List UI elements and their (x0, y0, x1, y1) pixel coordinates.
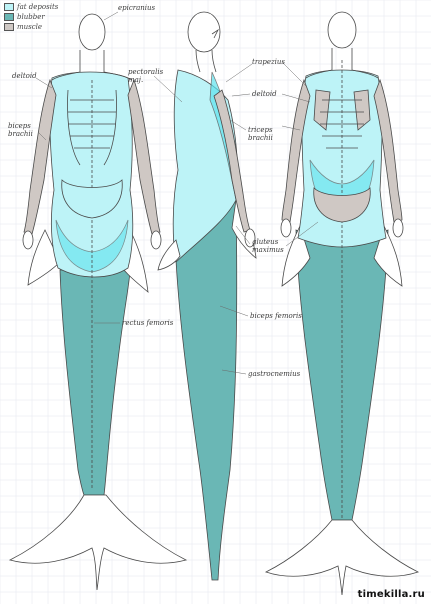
legend-item-muscle: muscle (4, 22, 58, 32)
legend-swatch-blubber (4, 13, 14, 21)
back-head (327, 11, 357, 49)
front-tail-blubber (59, 269, 131, 496)
legend-label-blubber: blubber (17, 13, 45, 21)
back-hip-fin-left (281, 224, 311, 287)
legend-label-fat: fat deposits (17, 3, 59, 11)
front-neck (51, 50, 133, 81)
front-hip-fat (55, 219, 129, 273)
side-front-fin (157, 239, 181, 271)
front-pelvis (61, 179, 123, 219)
label-pectoralis-maj: pectoralis maj. (128, 68, 164, 84)
label-biceps-brachii: biceps brachii (8, 122, 33, 138)
legend-item-blubber: blubber (4, 12, 58, 22)
front-tail-fluke (8, 494, 188, 591)
label-biceps-femoris: biceps femoris (250, 312, 302, 320)
label-gluteus-maximus: gluteus maximus (252, 238, 284, 254)
label-deltoid-front: deltoid (12, 72, 37, 80)
front-hip-fin-left (27, 229, 61, 286)
side-tail-blubber (175, 198, 238, 581)
back-hand-right (392, 218, 404, 238)
label-rectus-femoris: rectus femoris (122, 319, 174, 327)
side-hand (244, 228, 256, 248)
back-ribs (320, 99, 364, 149)
front-hand-left (22, 230, 34, 250)
legend-item-fat: fat deposits (4, 2, 58, 12)
watermark: timekilla.ru (357, 589, 425, 600)
front-skull (78, 13, 106, 51)
side-head (187, 11, 221, 53)
back-view-figure (264, 11, 420, 596)
front-hand-right (150, 230, 162, 250)
label-trapezius: trapezius (252, 58, 285, 66)
label-triceps-brachii: triceps brachii (248, 126, 273, 142)
label-deltoid-back: deltoid (252, 90, 277, 98)
back-neck (305, 48, 379, 79)
back-tail-fluke (264, 519, 420, 596)
back-hip-fin-right (373, 224, 403, 287)
legend-swatch-fat (4, 3, 14, 11)
legend-swatch-muscle (4, 23, 14, 31)
legend: fat deposits blubber muscle (4, 2, 58, 32)
label-leader-lines (35, 11, 319, 375)
side-neck (195, 49, 217, 73)
side-view-figure (157, 11, 257, 581)
label-epicranius: epicranius (118, 4, 156, 12)
back-hand-left (280, 218, 292, 238)
side-ear (211, 28, 220, 39)
label-gastrocnemius: gastrocnemius (248, 370, 301, 378)
legend-label-muscle: muscle (17, 23, 43, 31)
back-pelvis (313, 187, 371, 223)
front-view-figure (8, 13, 188, 591)
